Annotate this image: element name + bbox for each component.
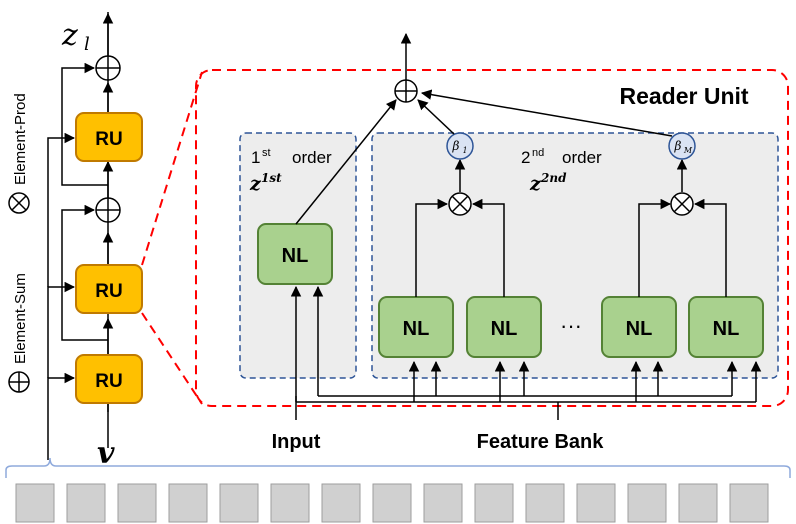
skip-connection [61,204,108,341]
feature-cell [678,483,718,523]
nl-label: NL [282,245,309,267]
element-prod-icon [8,192,30,214]
feature-cell [423,483,463,523]
nl-label: NL [403,318,430,340]
feature-cell [729,483,769,523]
feature-cell [219,483,259,523]
input-label: Input [272,431,321,453]
feature-bank-label: Feature Bank [477,431,605,453]
first-order-num: 1 [251,148,260,167]
element-prod-icon [448,192,472,216]
nl-block: NL [688,296,764,358]
reader-unit-title: Reader Unit [619,83,748,109]
skip-connection [61,62,108,186]
beta-m-node: β M [668,132,696,160]
nl-label: NL [626,318,653,340]
feature-cell [474,483,514,523]
nl-label: NL [491,318,518,340]
element-sum-icon [95,55,121,81]
element-prod-icon [670,192,694,216]
nl-label: NL [713,318,740,340]
first-order-math-sup: 1st [261,171,282,185]
second-order-num: 2 [521,148,530,167]
nl-block: NL [466,296,542,358]
ru-label: RU [95,129,122,150]
feature-cell [15,483,55,523]
feature-cell [270,483,310,523]
legend: Element-Prod Element-Sum [8,93,30,393]
first-order-math: z [249,173,262,195]
feature-bus [295,395,756,420]
feature-bank-bracket [5,457,791,478]
second-order-sup: nd [532,147,544,159]
second-order-word: order [562,148,602,167]
legend-sum-label: Element-Sum [12,273,29,364]
nl-block: NL [378,296,454,358]
ru-block-middle: RU [75,264,143,314]
ru-label: RU [95,371,122,392]
feature-cell [627,483,667,523]
feature-cell [66,483,106,523]
feature-cell [117,483,157,523]
ellipsis: ··· [560,313,582,338]
output-variable-sub: l [84,34,90,55]
beta-1-sub: 1 [462,146,467,155]
beta-1-node: β 1 [446,132,474,160]
reader-unit-frame [195,69,789,407]
element-sum-icon [394,79,418,103]
feature-cell [372,483,412,523]
nl-block: NL [601,296,677,358]
second-order-math-sup: 2nd [540,171,567,185]
ru-block-top: RU [75,112,143,162]
feature-cell [168,483,208,523]
feature-cell [321,483,361,523]
first-order-word: order [292,148,332,167]
element-sum-icon [95,197,121,223]
second-order-math: z [529,173,542,195]
feature-bank [15,483,769,523]
feature-cell [576,483,616,523]
legend-prod-label: Element-Prod [12,93,29,185]
feature-cell [525,483,565,523]
output-variable: z [61,18,78,53]
input-variable: v [97,436,115,471]
nl-block-first-order: NL [257,223,333,285]
first-order-sup: st [262,147,271,159]
element-sum-icon [8,371,30,393]
ru-block-bottom: RU [75,354,143,404]
beta-1-sym: β [452,139,460,153]
ru-label: RU [95,281,122,302]
beta-m-sym: β [674,139,682,153]
beta-m-sub: M [683,146,693,155]
